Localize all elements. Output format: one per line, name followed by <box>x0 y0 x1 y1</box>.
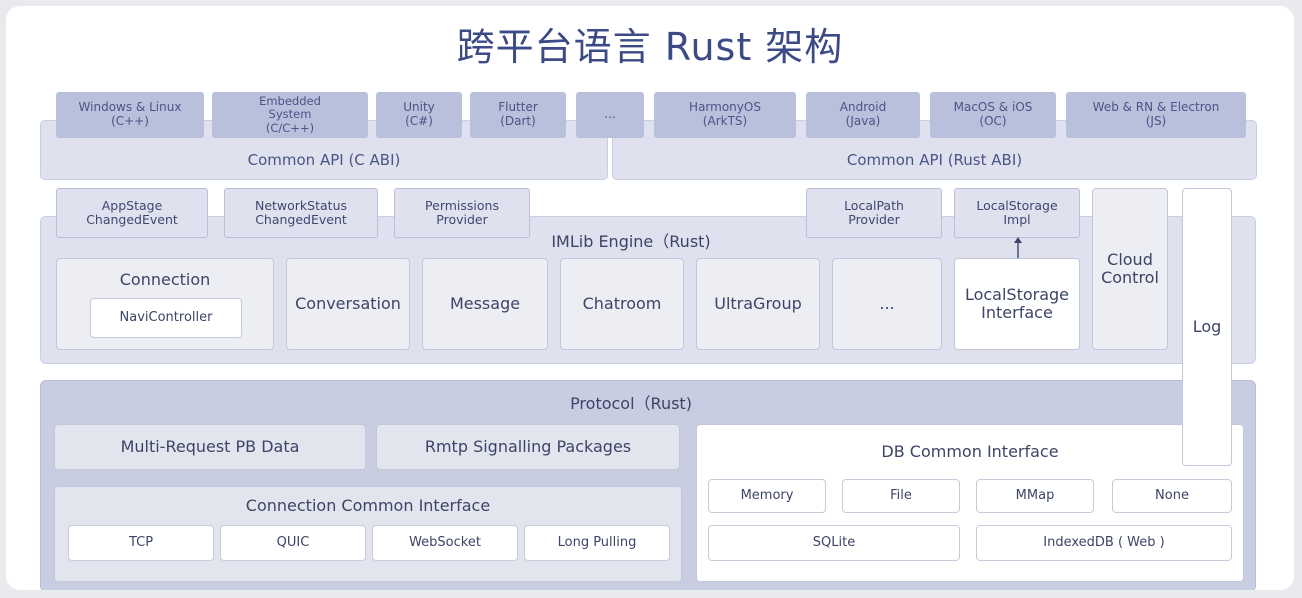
platform-android: Android (Java) <box>806 92 920 138</box>
tab-localpath-provider: LocalPath Provider <box>806 188 942 238</box>
module-ultragroup: UltraGroup <box>696 258 820 350</box>
module-ellipsis: ... <box>832 258 942 350</box>
tab-appstage-changed-event: AppStage ChangedEvent <box>56 188 208 238</box>
log: Log <box>1182 188 1232 466</box>
architecture-diagram: 跨平台语言 Rust 架构 Common API (C ABI) Common … <box>6 6 1294 590</box>
imlib-engine-title: IMLib Engine（Rust) <box>551 232 711 251</box>
connection-common-interface-title: Connection Common Interface <box>245 496 491 515</box>
db-item-mmap: MMap <box>976 479 1094 513</box>
module-connection-label: Connection <box>119 270 211 289</box>
platform-macos-ios: MacOS & iOS (OC) <box>930 92 1056 138</box>
platform-flutter: Flutter (Dart) <box>470 92 566 138</box>
db-common-interface-title: DB Common Interface <box>881 442 1059 461</box>
platform-harmonyos: HarmonyOS (ArkTS) <box>654 92 796 138</box>
rmtp-signalling-packages: Rmtp Signalling Packages <box>376 424 680 470</box>
db-item-memory: Memory <box>708 479 826 513</box>
conn-item-websocket: WebSocket <box>372 525 518 561</box>
module-localstorage-interface: LocalStorage Interface <box>954 258 1080 350</box>
protocol-title: Protocol（Rust) <box>570 394 692 413</box>
platform-web: Web & RN & Electron (JS) <box>1066 92 1246 138</box>
conn-item-long-pulling: Long Pulling <box>524 525 670 561</box>
platform-more: ... <box>576 92 644 138</box>
db-item-sqlite: SQLite <box>708 525 960 561</box>
module-conversation: Conversation <box>286 258 410 350</box>
module-chatroom: Chatroom <box>560 258 684 350</box>
multi-request-pb-data: Multi-Request PB Data <box>54 424 366 470</box>
up-arrow-icon <box>1014 237 1022 258</box>
db-item-file: File <box>842 479 960 513</box>
module-message: Message <box>422 258 548 350</box>
tab-permissions-provider: Permissions Provider <box>394 188 530 238</box>
platform-embedded: Embedded System (C/C++) <box>212 92 368 138</box>
platform-unity: Unity (C#) <box>376 92 462 138</box>
diagram-title: 跨平台语言 Rust 架构 <box>456 25 844 69</box>
tab-networkstatus-changed-event: NetworkStatus ChangedEvent <box>224 188 378 238</box>
conn-item-quic: QUIC <box>220 525 366 561</box>
db-item-none: None <box>1112 479 1232 513</box>
platform-windows-linux: Windows & Linux (C++) <box>56 92 204 138</box>
cloud-control: Cloud Control <box>1092 188 1168 350</box>
module-navicontroller: NaviController <box>90 298 242 338</box>
tab-localstorage-impl: LocalStorage Impl <box>954 188 1080 238</box>
db-item-indexeddb: IndexedDB ( Web ) <box>976 525 1232 561</box>
conn-item-tcp: TCP <box>68 525 214 561</box>
